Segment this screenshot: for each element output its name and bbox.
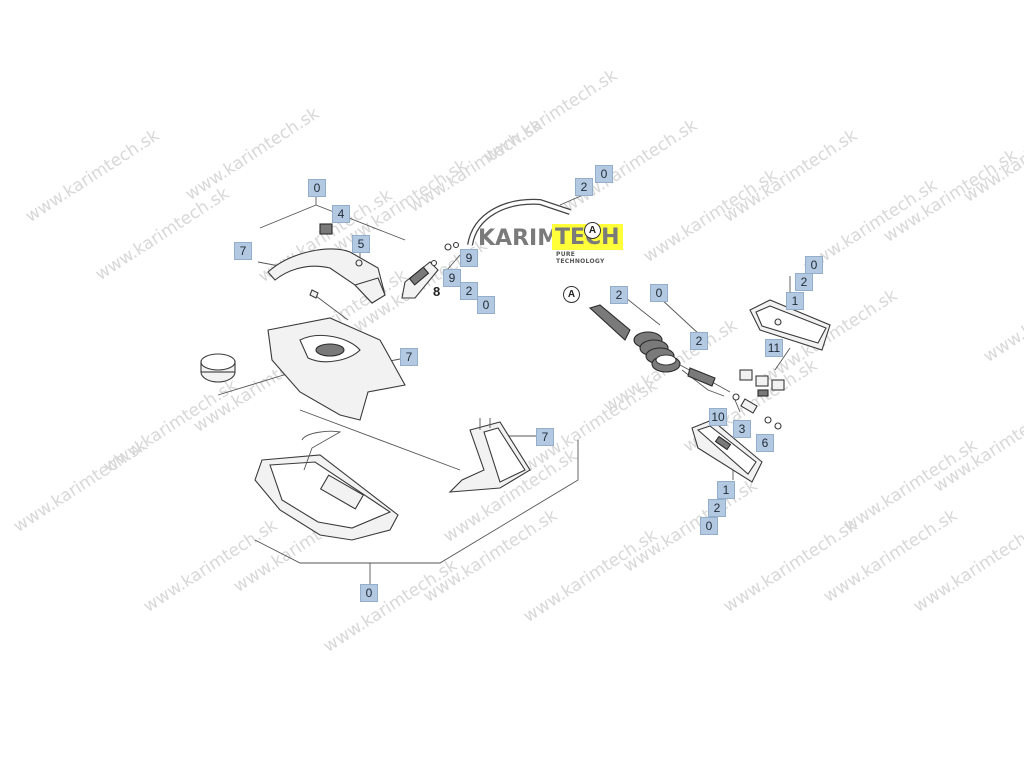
- callout-8: 8: [433, 284, 441, 299]
- pin-part: [309, 289, 349, 321]
- lower-cover: [691, 419, 763, 483]
- callout-1-cover: 1: [786, 292, 804, 310]
- callout-2-valve: 2: [460, 282, 478, 300]
- callout-0-cover: 0: [805, 256, 823, 274]
- callout-1-lower: 1: [717, 481, 735, 499]
- iron-housing: [267, 317, 406, 421]
- callout-7-housing: 7: [400, 348, 418, 366]
- callout-0-top-left: 0: [308, 179, 326, 197]
- steam-hose: [467, 198, 571, 246]
- coil-spring: [633, 331, 681, 373]
- soleplate-base: [254, 430, 399, 541]
- callout-11: 11: [765, 339, 783, 357]
- callout-9b: 9: [443, 269, 461, 287]
- switch-part: [319, 223, 333, 235]
- small-fittings: [732, 393, 782, 430]
- connection-marker-a-top: A: [584, 222, 601, 239]
- terminal-block: [739, 369, 785, 397]
- upper-cover: [749, 299, 831, 351]
- logo-brand-left: KARIM: [478, 226, 560, 251]
- callout-0-valve: 0: [477, 296, 495, 314]
- callout-2-coil: 2: [610, 286, 628, 304]
- callout-9a: 9: [460, 249, 478, 267]
- callout-2-hose: 2: [575, 178, 593, 196]
- iron-stand: [448, 418, 531, 493]
- iron-handle: [267, 223, 386, 304]
- callout-7-stand: 7: [536, 428, 554, 446]
- callout-0-bottom: 0: [360, 584, 378, 602]
- callout-2-wire: 2: [690, 332, 708, 350]
- hose-piece: [588, 304, 631, 341]
- wire-bundle: [679, 364, 731, 397]
- callout-10: 10: [709, 408, 727, 426]
- logo-tagline: PURE TECHNOLOGY: [556, 251, 605, 265]
- callout-4: 4: [332, 205, 350, 223]
- callout-0-coil: 0: [650, 284, 668, 302]
- callout-0-lower: 0: [700, 517, 718, 535]
- connection-marker-a-mid: A: [563, 286, 580, 303]
- callout-7-handle: 7: [234, 242, 252, 260]
- valve-assembly: [401, 241, 460, 299]
- callout-0-hose: 0: [595, 165, 613, 183]
- temperature-knob: [200, 353, 236, 383]
- callout-2-cover: 2: [795, 273, 813, 291]
- leader-lines: [217, 186, 791, 584]
- callout-3: 3: [733, 420, 751, 438]
- callout-5: 5: [352, 235, 370, 253]
- callout-2-lower: 2: [708, 499, 726, 517]
- callout-6: 6: [756, 434, 774, 452]
